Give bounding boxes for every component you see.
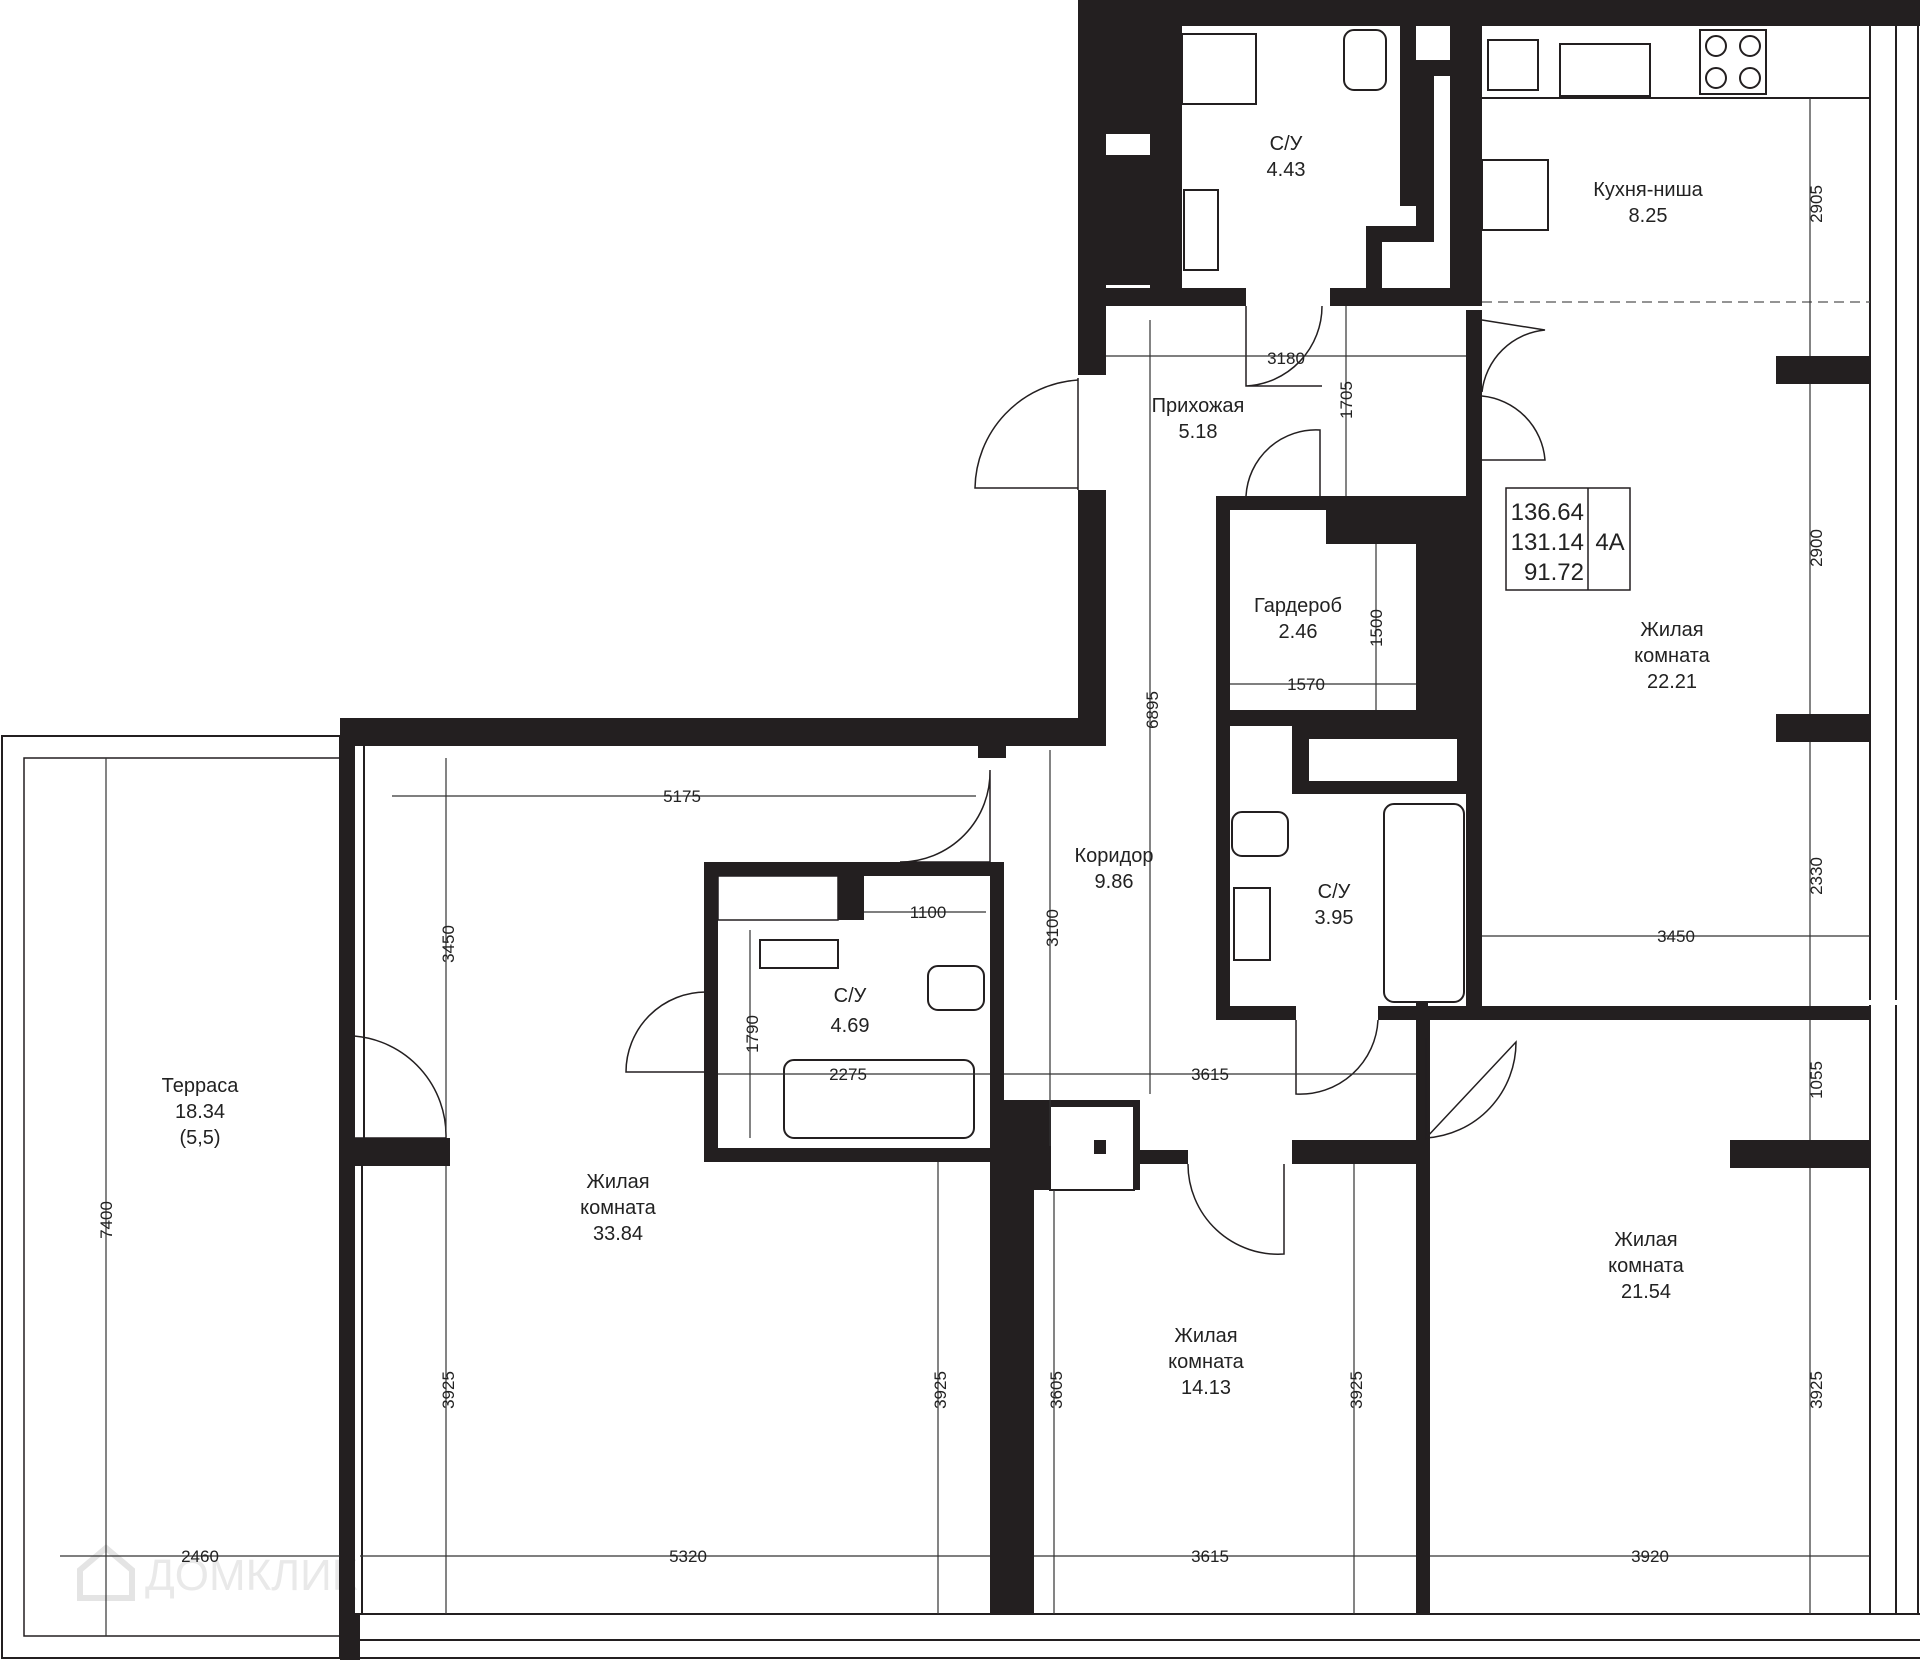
dim-1790: 1790 <box>743 1015 762 1053</box>
house-logo-icon <box>77 1544 135 1601</box>
bathtub-icon <box>1383 803 1465 1003</box>
room-labels: С/У 4.43 Кухня-ниша 8.25 Прихожая 5.18 Г… <box>162 133 1711 1399</box>
room-name-line2: комната <box>1634 645 1711 667</box>
dim-3615-top: 3615 <box>1191 1065 1229 1084</box>
windows-left <box>353 746 365 1614</box>
room-name: Кухня-ниша <box>1593 179 1703 201</box>
room-area: 33.84 <box>593 1223 643 1245</box>
room-area: 9.86 <box>1095 871 1134 893</box>
room-wardrobe: Гардероб 2.46 <box>1254 595 1342 643</box>
dim-2460: 2460 <box>181 1547 219 1566</box>
dim-3100: 3100 <box>1043 909 1062 947</box>
room-name-line1: Жилая <box>1614 1229 1677 1251</box>
dim-3615-bottom: 3615 <box>1191 1547 1229 1566</box>
room-name: Коридор <box>1075 845 1154 867</box>
bathtub-icon <box>783 1059 975 1139</box>
dim-2330: 2330 <box>1807 857 1826 895</box>
room-name: С/У <box>834 985 867 1007</box>
room-name-line2: комната <box>1608 1255 1685 1277</box>
toilet-icon <box>927 965 985 1011</box>
room-name: С/У <box>1270 133 1303 155</box>
room-name-line1: Жилая <box>1640 619 1703 641</box>
room-bath-left: С/У 4.69 <box>831 985 870 1037</box>
room-living-mid: Жилая комната 14.13 <box>1168 1325 1245 1399</box>
hob-icon <box>1487 39 1539 91</box>
room-terrace: Терраса 18.34 (5,5) <box>162 1075 240 1149</box>
dimension-lines <box>60 98 1870 1636</box>
toilet-icon <box>1231 811 1289 857</box>
dimension-labels: 2905 3180 1705 2900 1500 1570 6895 5175 … <box>97 185 1826 1566</box>
room-name-line1: Жилая <box>586 1171 649 1193</box>
room-bath-top: С/У 4.43 <box>1267 133 1306 181</box>
room-corridor: Коридор 9.86 <box>1075 845 1154 893</box>
room-area: 21.54 <box>1621 1281 1671 1303</box>
summary-type: 4А <box>1595 529 1624 556</box>
room-name: Гардероб <box>1254 595 1342 617</box>
dim-3450-left: 3450 <box>439 925 458 963</box>
room-name: С/У <box>1318 881 1351 903</box>
dim-3605: 3605 <box>1047 1371 1066 1409</box>
room-name-line2: комната <box>1168 1351 1245 1373</box>
dim-3450-right: 3450 <box>1657 927 1695 946</box>
shower-tray-icon <box>1181 33 1257 105</box>
sink-icon <box>759 939 839 969</box>
summary-total-area: 136.64 <box>1511 499 1584 526</box>
dim-2905: 2905 <box>1807 185 1826 223</box>
room-area: 8.25 <box>1629 205 1668 227</box>
room-hall: Прихожая 5.18 <box>1152 395 1245 443</box>
room-area: 4.69 <box>831 1015 870 1037</box>
summary-living-area-total: 131.14 <box>1511 529 1584 556</box>
room-area: 18.34 <box>175 1101 225 1123</box>
dim-1500: 1500 <box>1367 609 1386 647</box>
doors <box>353 305 1546 1255</box>
room-name-line2: комната <box>580 1197 657 1219</box>
dim-3920: 3920 <box>1631 1547 1669 1566</box>
dim-2275: 2275 <box>829 1065 867 1084</box>
dim-1055: 1055 <box>1807 1061 1826 1099</box>
room-living-big: Жилая комната 33.84 <box>580 1171 657 1245</box>
dim-1570: 1570 <box>1287 675 1325 694</box>
dim-2900: 2900 <box>1807 529 1826 567</box>
watermark-text: ДОМКЛИК <box>145 1551 358 1600</box>
room-living-right-bottom: Жилая комната 21.54 <box>1608 1229 1685 1303</box>
sink-icon <box>1183 189 1219 271</box>
dim-1100: 1100 <box>910 903 947 922</box>
dim-3925-a: 3925 <box>439 1371 458 1409</box>
dim-5320: 5320 <box>669 1547 707 1566</box>
room-name: Прихожая <box>1152 395 1245 417</box>
watermark: ДОМКЛИК <box>77 1544 358 1601</box>
kitchen-sink-icon <box>1559 43 1651 97</box>
room-bath-mid: С/У 3.95 <box>1315 881 1354 929</box>
summary-living-area: 91.72 <box>1524 559 1584 586</box>
room-area: 22.21 <box>1647 671 1697 693</box>
fixtures <box>759 29 1870 1139</box>
dim-1705: 1705 <box>1337 381 1356 419</box>
dim-3925-b: 3925 <box>931 1371 950 1409</box>
room-area: 4.43 <box>1267 159 1306 181</box>
room-living-right-top: Жилая комната 22.21 <box>1634 619 1711 693</box>
room-kitchen: Кухня-ниша 8.25 <box>1593 179 1703 227</box>
room-area: 2.46 <box>1279 621 1318 643</box>
dim-6895: 6895 <box>1143 691 1162 729</box>
dim-7400: 7400 <box>97 1201 116 1239</box>
room-area: 5.18 <box>1179 421 1218 443</box>
dim-3925-d: 3925 <box>1807 1371 1826 1409</box>
room-coef: (5,5) <box>179 1127 220 1149</box>
walls <box>340 0 1920 1660</box>
room-area: 3.95 <box>1315 907 1354 929</box>
terrace <box>1 735 341 1659</box>
room-area: 14.13 <box>1181 1377 1231 1399</box>
summary-box: 136.64 131.14 91.72 4А <box>1505 487 1631 591</box>
sink-icon <box>1233 887 1271 961</box>
room-name-line1: Жилая <box>1174 1325 1237 1347</box>
room-name: Терраса <box>162 1075 240 1097</box>
dim-3925-c: 3925 <box>1347 1371 1366 1409</box>
toilet-icon <box>1343 29 1387 91</box>
dim-3180: 3180 <box>1267 349 1305 368</box>
fridge-icon <box>1481 159 1549 231</box>
dim-5175: 5175 <box>663 787 701 806</box>
